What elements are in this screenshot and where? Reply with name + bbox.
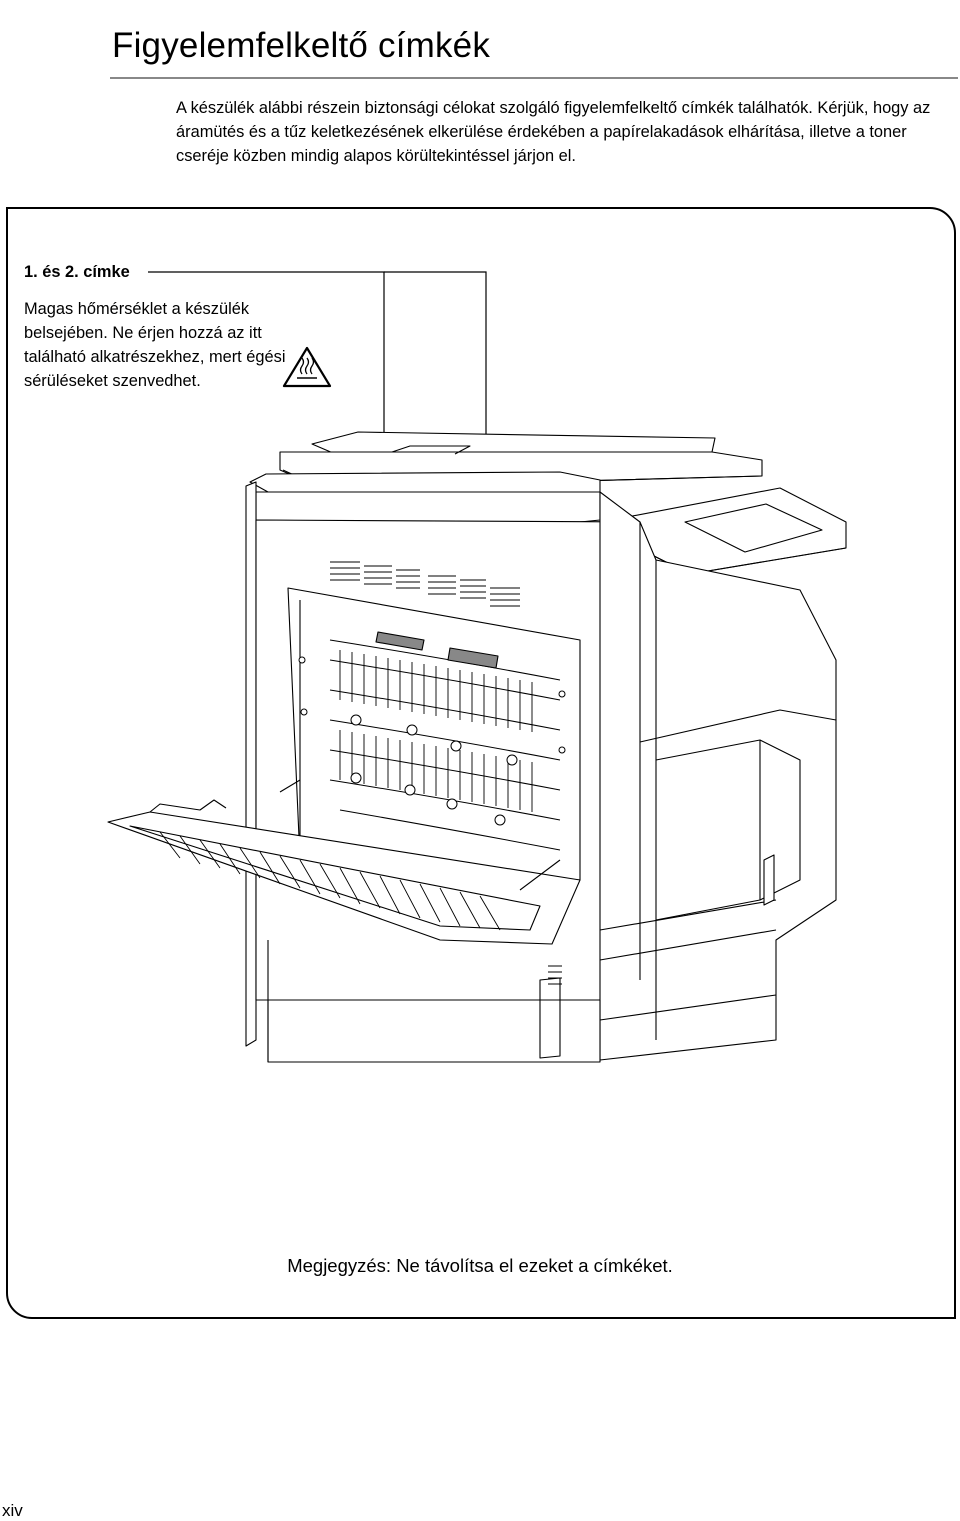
intro-paragraph: A készülék alábbi részein biztonsági cél… bbox=[176, 99, 931, 165]
printer-open-side-panel-illustration bbox=[108, 432, 846, 1062]
label-title: 1. és 2. címke bbox=[24, 263, 130, 281]
page-title: Figyelemfelkeltő címkék bbox=[112, 26, 491, 65]
illustration-panel bbox=[6, 207, 956, 1319]
page-number: xiv bbox=[2, 1501, 23, 1520]
note-text: Megjegyzés: Ne távolítsa el ezeket a cím… bbox=[287, 1255, 673, 1276]
title-divider bbox=[110, 77, 958, 79]
hot-surface-warning-icon bbox=[284, 348, 330, 386]
label-description: Magas hőmérséklet a készülék belsejében.… bbox=[24, 300, 286, 390]
